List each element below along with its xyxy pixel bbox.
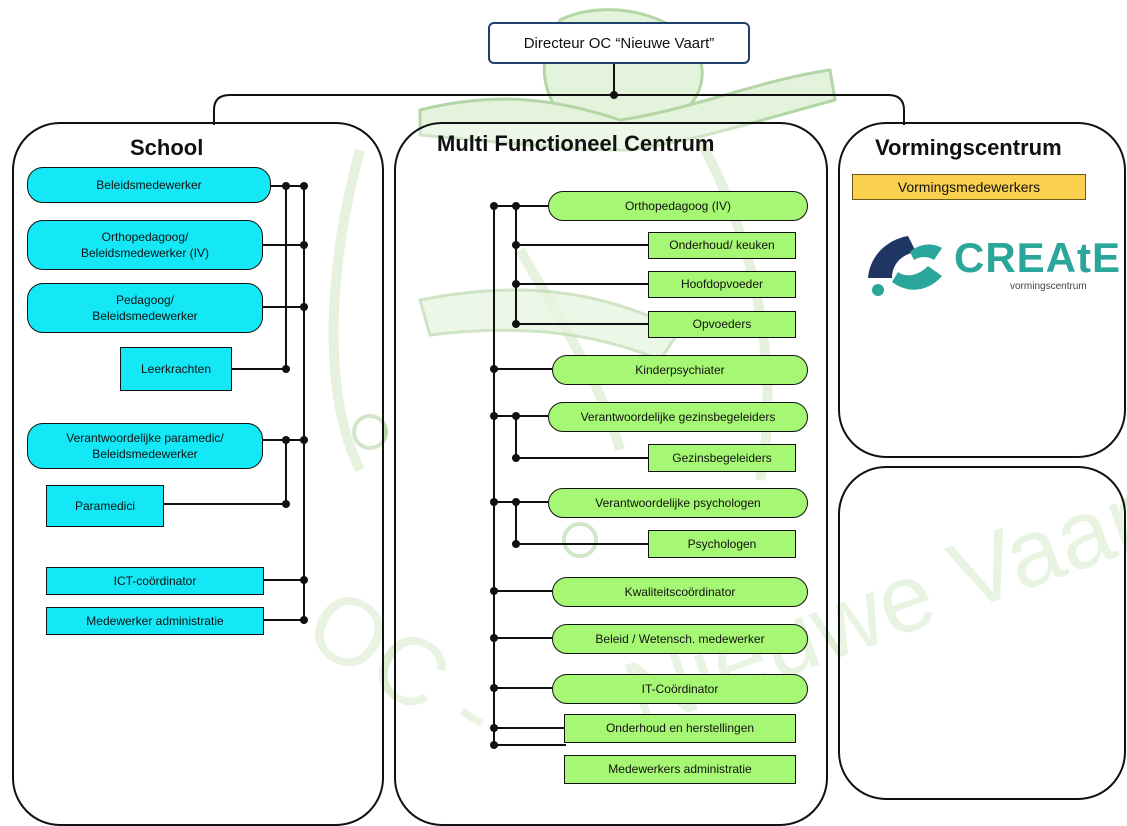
school-medewerker-administratie: Medewerker administratie xyxy=(46,607,264,635)
mfc-onderhoud-herstellingen: Onderhoud en herstellingen xyxy=(564,714,796,743)
vormingsmedewerkers-box: Vormingsmedewerkers xyxy=(852,174,1086,200)
vormingscentrum-title: Vormingscentrum xyxy=(875,135,1062,160)
connector-lines xyxy=(164,64,905,749)
school-orthopedagoog: Orthopedagoog/ Beleidsmedewerker (IV) xyxy=(27,220,263,270)
mfc-verantwoordelijke-psychologen: Verantwoordelijke psychologen xyxy=(548,488,808,518)
create-logo-word: CREAtE xyxy=(954,234,1122,281)
school-leerkrachten: Leerkrachten xyxy=(120,347,232,391)
director-box: Directeur OC “Nieuwe Vaart” xyxy=(488,22,750,64)
mfc-psychologen: Psychologen xyxy=(648,530,796,558)
school-pedagoog: Pedagoog/ Beleidsmedewerker xyxy=(27,283,263,333)
school-paramedici: Paramedici xyxy=(46,485,164,527)
school-beleidsmedewerker: Beleidsmedewerker xyxy=(27,167,271,203)
mfc-gezinsbegeleiders: Gezinsbegeleiders xyxy=(648,444,796,472)
school-verantwoordelijke-paramedic: Verantwoordelijke paramedic/ Beleidsmede… xyxy=(27,423,263,469)
school-title: School xyxy=(130,135,204,160)
empty-panel xyxy=(838,466,1126,800)
school-ict-coordinator: ICT-coördinator xyxy=(46,567,264,595)
mfc-kinderpsychiater: Kinderpsychiater xyxy=(552,355,808,385)
create-logo-subtitle: vormingscentrum xyxy=(1010,281,1087,292)
mfc-onderhoud-keuken: Onderhoud/ keuken xyxy=(648,232,796,259)
mfc-opvoeders: Opvoeders xyxy=(648,311,796,338)
create-logo: CREAtE vormingscentrum xyxy=(858,226,1120,300)
mfc-title: Multi Functioneel Centrum xyxy=(437,131,715,156)
mfc-it-coordinator: IT-Coördinator xyxy=(552,674,808,704)
mfc-verantwoordelijke-gezinsbegeleiders: Verantwoordelijke gezinsbegeleiders xyxy=(548,402,808,432)
mfc-kwaliteitscoordinator: Kwaliteitscoördinator xyxy=(552,577,808,607)
org-chart: OC - Nieuwe Vaart xyxy=(12,8,1127,826)
mfc-hoofdopvoeder: Hoofdopvoeder xyxy=(648,271,796,298)
mfc-medewerkers-administratie: Medewerkers administratie xyxy=(564,755,796,784)
mfc-beleid-wetensch-medewerker: Beleid / Wetensch. medewerker xyxy=(552,624,808,654)
create-logo-mark xyxy=(868,236,942,296)
mfc-orthopedagoog: Orthopedagoog (IV) xyxy=(548,191,808,221)
